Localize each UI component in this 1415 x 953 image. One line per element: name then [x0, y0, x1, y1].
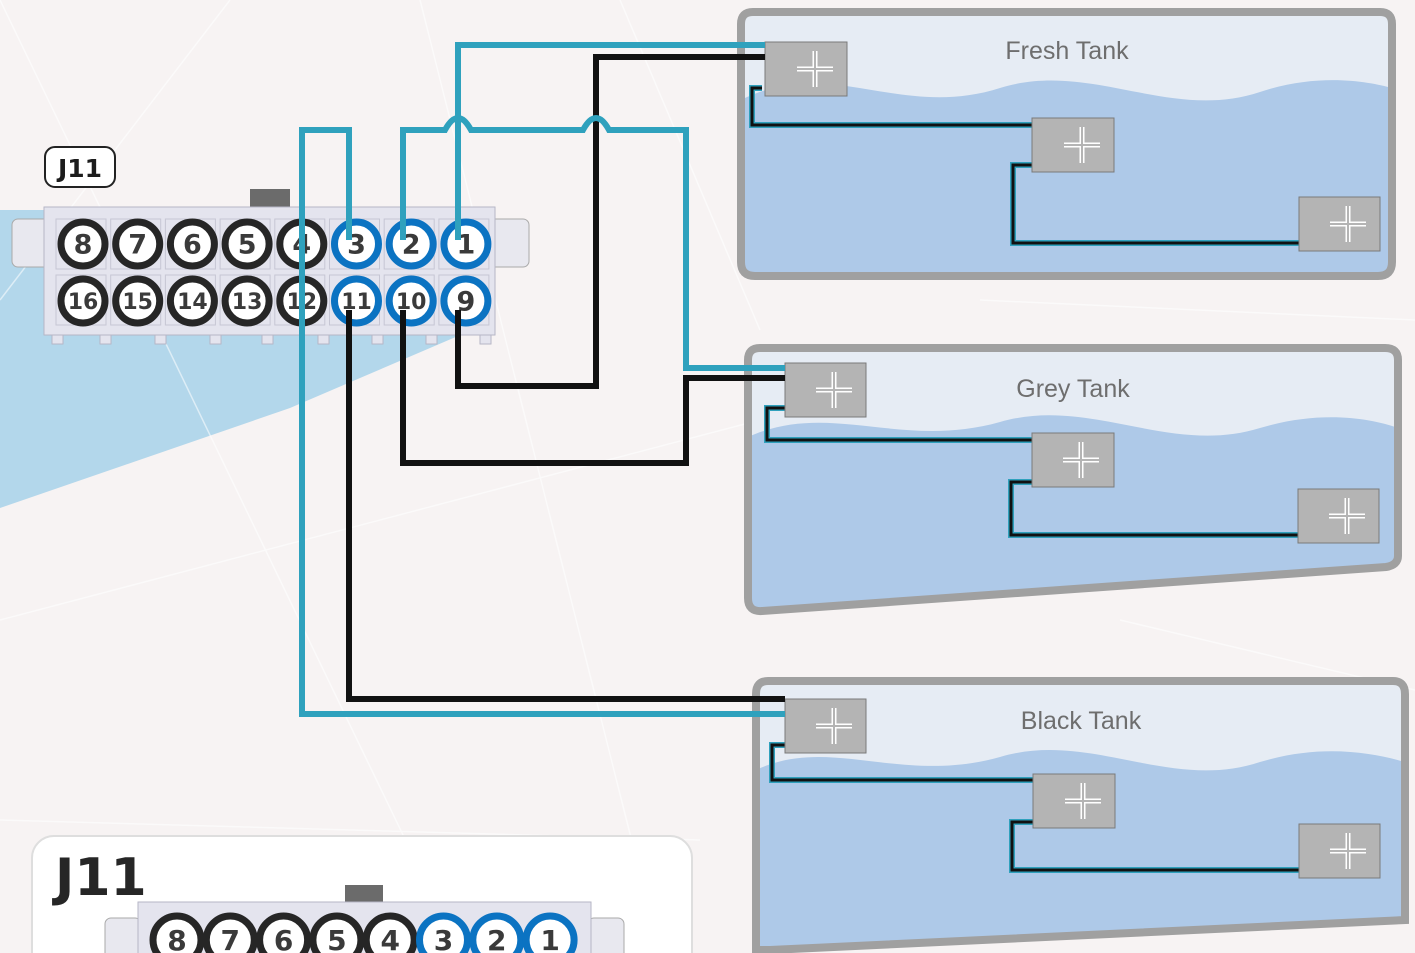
pin-14: 14: [166, 275, 218, 327]
black-sensor-1: [784, 698, 867, 754]
pin-label-7: 7: [221, 924, 240, 953]
grey-sensor-3: [1297, 488, 1380, 544]
pin-label-2: 2: [487, 924, 506, 953]
pin-label-15: 15: [122, 290, 153, 315]
pin-2: 2: [385, 218, 437, 270]
grey-tank-title: Grey Tank: [1016, 375, 1130, 403]
wire-pin10-grey-tank-ground: [400, 310, 785, 466]
pin-label-7: 7: [128, 230, 147, 261]
wire-pin1-fresh-tank-signal: [455, 42, 765, 240]
pin-label-16: 16: [68, 290, 99, 315]
inset-panel: J11 8 7 6 5 4 3 2 1: [31, 835, 693, 953]
pin-10: 10: [385, 275, 437, 327]
black-sensor-3: [1298, 823, 1381, 879]
wire-pin11-black-tank-ground: [346, 310, 785, 702]
pin-6: 6: [166, 218, 218, 270]
fresh-sensor-3: [1298, 196, 1381, 252]
pin-4: 4: [362, 912, 418, 953]
pin-label-9: 9: [457, 287, 476, 318]
pin-9: 9: [440, 275, 492, 327]
pin-1: 1: [522, 912, 578, 953]
pin-5: 5: [221, 218, 273, 270]
pin-11: 11: [331, 275, 382, 327]
pin-3: 3: [416, 912, 471, 953]
pin-16: 16: [57, 275, 109, 327]
grey-sensor-1: [784, 362, 867, 418]
grey-sensor-2: [1031, 432, 1115, 488]
pin-label-6: 6: [274, 924, 293, 953]
wire-pin9-fresh-tank-ground: [455, 54, 765, 389]
fresh-tank-title: Fresh Tank: [1005, 37, 1129, 65]
pin-label-6: 6: [183, 230, 202, 261]
external-wiring: [299, 42, 785, 717]
pin-label-1: 1: [457, 230, 476, 261]
wire-pin3-black-tank-signal: [299, 127, 785, 717]
fresh-tank-sensors: [764, 41, 1381, 252]
pin-label-2: 2: [402, 230, 421, 261]
pin-label-13: 13: [232, 290, 263, 315]
pin-6: 6: [256, 912, 312, 953]
pin-7: 7: [202, 912, 258, 953]
inset-j11-label: J11: [52, 848, 147, 908]
j11-label-text: J11: [56, 154, 102, 183]
wire-pin2-grey-tank-signal: [400, 115, 785, 371]
fresh-sensor-2: [1031, 117, 1115, 173]
pin-label-8: 8: [74, 230, 93, 261]
pin-label-11: 11: [341, 290, 372, 315]
tank-internal-wiring: [749, 85, 1300, 873]
pin-label-8: 8: [167, 924, 186, 953]
pin-1: 1: [440, 218, 492, 270]
pin-label-3: 3: [434, 924, 453, 953]
j11-label: J11: [44, 146, 116, 188]
pin-label-5: 5: [327, 924, 346, 953]
pin-7: 7: [112, 218, 164, 270]
black-tank-sensors: [784, 698, 1381, 879]
black-tank-title: Black Tank: [1021, 707, 1142, 735]
pin-label-4: 4: [380, 924, 399, 953]
black-sensor-2: [1032, 773, 1116, 829]
pin-15: 15: [112, 275, 164, 327]
pin-label-14: 14: [177, 290, 208, 315]
fresh-sensor-1: [764, 41, 848, 97]
pin-label-1: 1: [540, 924, 559, 953]
pin-label-5: 5: [238, 230, 257, 261]
pin-5: 5: [309, 912, 365, 953]
pin-2: 2: [469, 912, 525, 953]
pin-3: 3: [331, 218, 382, 270]
grey-tank-sensors: [784, 362, 1380, 544]
pin-8: 8: [149, 912, 205, 953]
pin-13: 13: [221, 275, 273, 327]
pin-8: 8: [57, 218, 109, 270]
